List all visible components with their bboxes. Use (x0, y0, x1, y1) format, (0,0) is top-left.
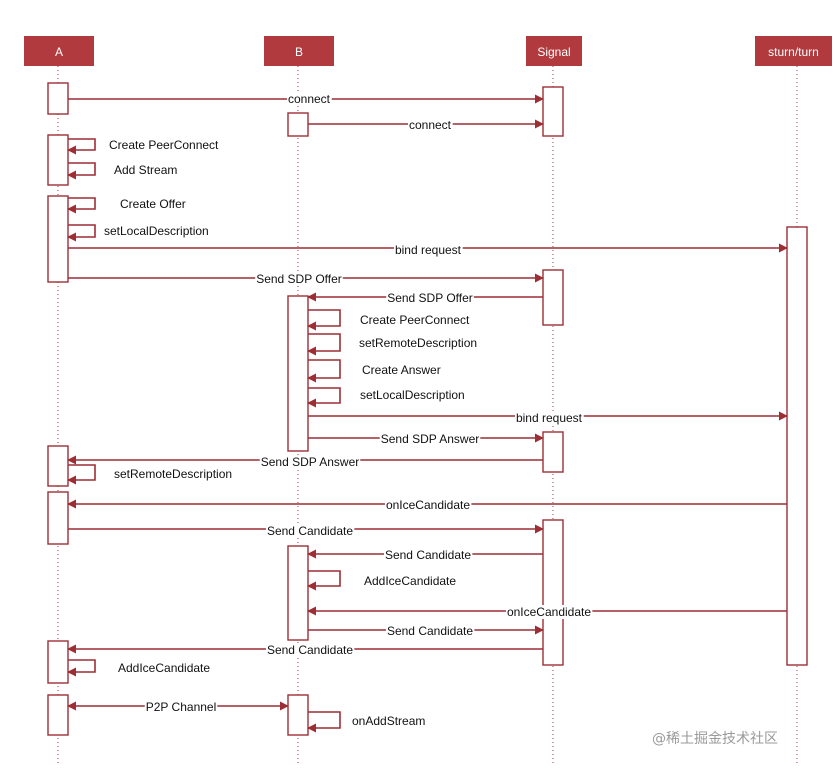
activation-bar-b (287, 112, 309, 137)
message-label: Send Candidate (267, 524, 353, 538)
activation-bar-s (542, 86, 564, 137)
message-label-bg (255, 272, 343, 286)
participant-label: Signal (537, 45, 570, 59)
message-label: onAddStream (352, 714, 425, 728)
participant-label: sturn/turn (768, 45, 819, 59)
message-label-bg (286, 92, 332, 106)
activation-bar-a (47, 445, 69, 487)
message-label: P2P Channel (146, 700, 217, 714)
self-message-arrow (67, 138, 96, 155)
message-label: Send SDP Offer (387, 291, 473, 305)
message-label-bg (514, 411, 584, 425)
participant-heads: A B Signal sturn/turn (24, 36, 832, 66)
activation-bar-b (287, 694, 309, 736)
message-label: setRemoteDescription (359, 336, 477, 350)
message-label-bg (379, 432, 481, 446)
message-label: Create Offer (120, 197, 186, 211)
activation-bar-s (542, 269, 564, 326)
message-label-bg (383, 548, 473, 562)
self-message-arrow (307, 359, 341, 383)
self-message-arrow (67, 659, 96, 677)
activation-bar-s (542, 431, 564, 473)
self-message-arrow (67, 197, 96, 214)
message-label: AddIceCandidate (364, 574, 456, 588)
activation-bar-t (786, 226, 808, 666)
participant-box-b (264, 36, 334, 66)
message-label-bg (265, 643, 355, 657)
self-message-arrow (67, 224, 96, 242)
message-label-bg (144, 700, 218, 714)
message-label-bg (505, 605, 593, 619)
message-label-bg (393, 243, 463, 257)
message-label: connect (288, 92, 331, 106)
activation-bar-a (47, 134, 69, 186)
message-label: Send Candidate (385, 548, 471, 562)
activation-bars (47, 82, 808, 736)
message-label: bind request (395, 243, 462, 257)
message-label: Add Stream (114, 163, 177, 177)
message-label-bg (407, 118, 453, 132)
self-message-arrow (67, 162, 96, 180)
message-label: setLocalDescription (360, 388, 465, 402)
message-label: Send SDP Answer (261, 455, 360, 469)
message-label: connect (409, 118, 452, 132)
activation-bar-a (47, 491, 69, 545)
message-label: Create Answer (362, 363, 441, 377)
participant-box-s (526, 36, 582, 66)
message-label: Send Candidate (387, 624, 473, 638)
message-label-bg (385, 624, 475, 638)
activation-bar-b (287, 295, 309, 452)
self-message-arrow (307, 309, 341, 331)
activation-bar-s (542, 519, 564, 666)
self-message-arrow (307, 711, 341, 733)
activation-bar-b (287, 545, 309, 641)
message-label: Send SDP Offer (256, 272, 342, 286)
activation-bar-a (47, 195, 69, 283)
participant-box-a (24, 36, 94, 66)
message-label: Send SDP Answer (381, 432, 480, 446)
message-label: Create PeerConnect (360, 313, 470, 327)
activation-bar-a (47, 694, 69, 736)
message-label: bind request (516, 411, 583, 425)
message-label: onIceCandidate (507, 605, 591, 619)
message-label: Create PeerConnect (109, 138, 219, 152)
message-label: setLocalDescription (104, 224, 209, 238)
participant-label: B (295, 45, 303, 59)
participant-label: A (55, 45, 63, 59)
self-message-arrow (307, 570, 341, 591)
message-label-bg (384, 498, 472, 512)
message-label: setRemoteDescription (114, 467, 232, 481)
message-label: AddIceCandidate (118, 661, 210, 675)
message-label-bg (259, 455, 361, 469)
message-label: Send Candidate (267, 643, 353, 657)
message-label: onIceCandidate (386, 498, 470, 512)
self-message-arrow (67, 464, 96, 485)
watermark-text: @稀土掘金技术社区 (652, 731, 778, 747)
self-message-arrow (307, 387, 341, 408)
activation-bar-a (47, 82, 69, 115)
message-label-bg (386, 291, 474, 305)
self-message-arrow (307, 333, 341, 356)
message-label-bg (265, 524, 355, 538)
activation-bar-a (47, 640, 69, 684)
participant-box-t (755, 36, 832, 66)
